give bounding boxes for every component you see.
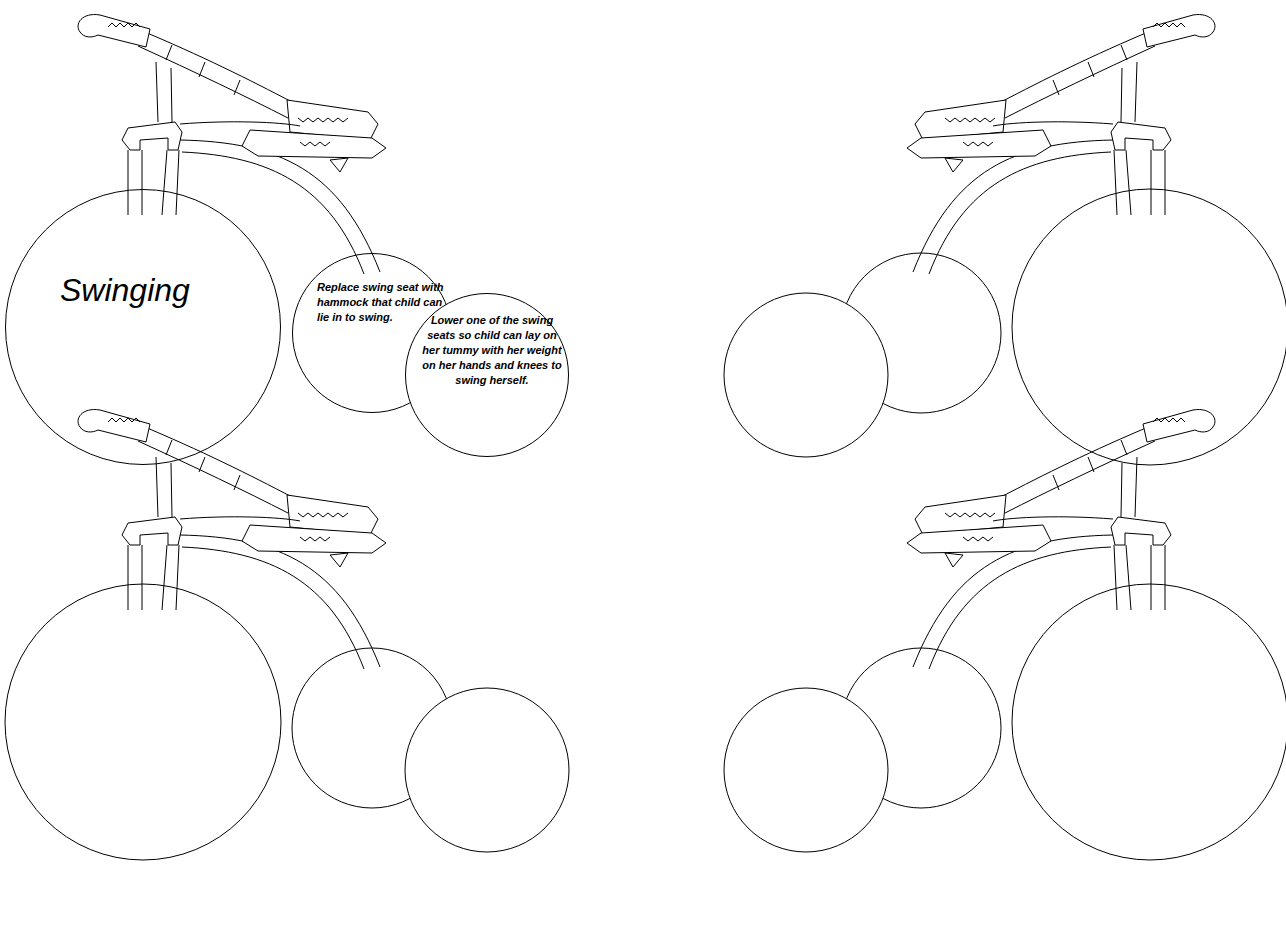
callout-circle: Lower one of the swing seats so child ca… xyxy=(405,293,569,457)
tricycle xyxy=(724,410,1286,860)
callout-text: Lower one of the swing seats so child ca… xyxy=(419,313,565,388)
tricycle xyxy=(724,15,1286,465)
circle-outline xyxy=(5,189,281,465)
wheel-circle: Swinging xyxy=(5,189,281,465)
wheel-label: Swinging xyxy=(60,272,260,308)
tricycle-frame xyxy=(78,15,386,274)
tricycle xyxy=(5,410,569,860)
